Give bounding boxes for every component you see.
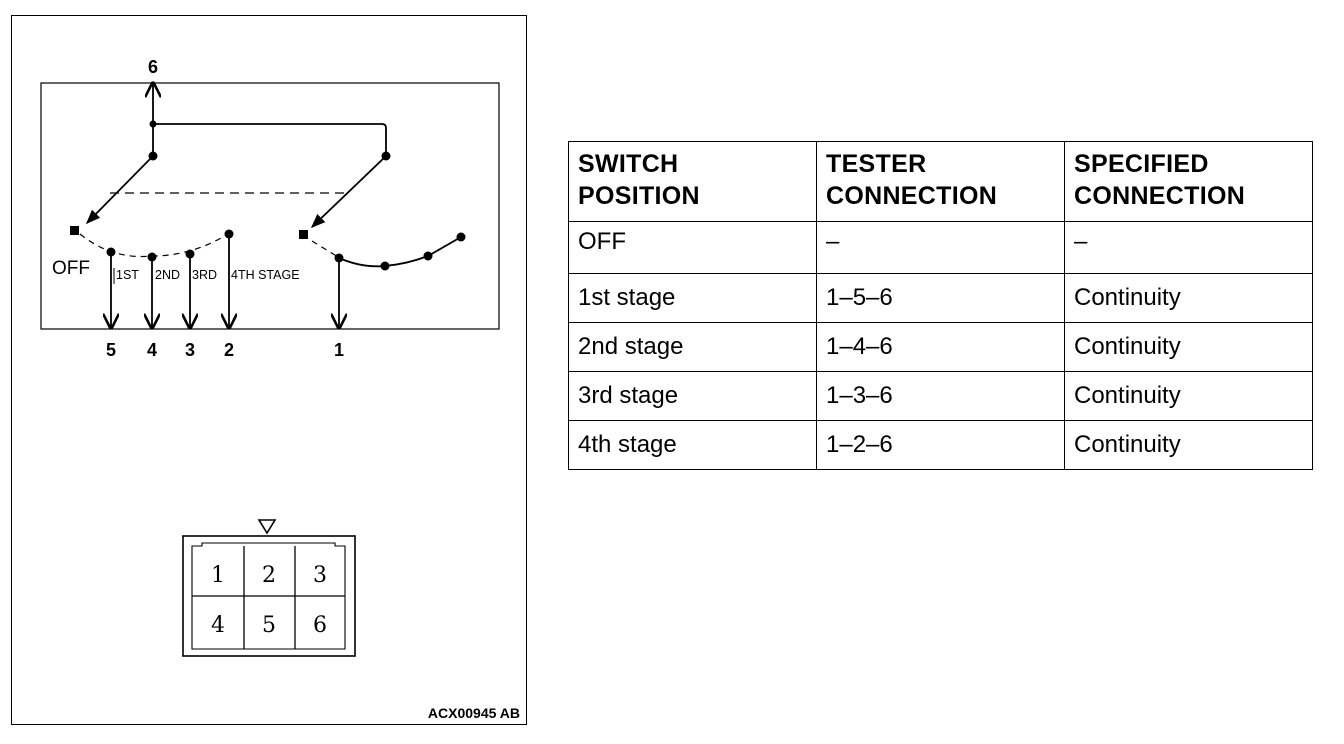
cell-tester: 1–2–6: [816, 420, 1065, 470]
header-switch-line1: SWITCH: [578, 150, 679, 178]
table-row: OFF – –: [568, 221, 1313, 274]
switch-enclosure: [40, 82, 500, 330]
cell-position: 1st stage: [568, 273, 817, 323]
header-tester-line2: CONNECTION: [826, 182, 998, 210]
bus-node: [149, 120, 157, 128]
header-specified-line1: SPECIFIED: [1074, 150, 1209, 178]
switch-diagram-panel: 6 OFF 1ST 2ND: [11, 15, 527, 725]
table-row: 1st stage 1–5–6 Continuity: [568, 273, 1313, 323]
label-2nd: 2ND: [155, 268, 180, 282]
left-contact-arm: [85, 155, 154, 225]
table-row: 2nd stage 1–4–6 Continuity: [568, 322, 1313, 372]
figure-code: ACX00945 AB: [428, 705, 520, 721]
connector-pin-3: 3: [313, 563, 327, 588]
label-3rd: 3RD: [192, 268, 217, 282]
right-contact-strip: [338, 236, 462, 268]
terminal-3-label: 3: [185, 340, 195, 360]
connector-outline: [182, 535, 356, 657]
cell-tester: 1–4–6: [816, 322, 1065, 372]
right-dashed-segment: [311, 240, 339, 258]
connector-pin-2: 2: [262, 563, 276, 588]
right-contact-d: [456, 232, 466, 242]
table-header-row: SWITCH POSITION TESTER CONNECTION SPECIF…: [568, 141, 1313, 222]
header-tester-line1: TESTER: [826, 150, 927, 178]
right-contact-c: [423, 251, 433, 261]
connector-pin-5: 5: [262, 613, 276, 638]
label-off: OFF: [52, 258, 90, 279]
terminal-2-label: 2: [224, 340, 234, 360]
header-switch-position: SWITCH POSITION: [568, 141, 817, 222]
connector-pin-4: 4: [211, 613, 225, 638]
common-bus: [153, 123, 387, 156]
continuity-spec-table: SWITCH POSITION TESTER CONNECTION SPECIF…: [568, 141, 1313, 470]
cell-specified: Continuity: [1064, 371, 1313, 421]
cell-position: 3rd stage: [568, 371, 817, 421]
cell-specified: Continuity: [1064, 420, 1313, 470]
cell-specified: Continuity: [1064, 273, 1313, 323]
right-contact-arm: [310, 155, 387, 228]
cell-position: 2nd stage: [568, 322, 817, 372]
switch-circuit-diagram: 6 OFF 1ST 2ND: [40, 57, 520, 721]
terminal-5-label: 5: [106, 340, 116, 360]
header-specified-connection: SPECIFIED CONNECTION: [1064, 141, 1313, 222]
connector-pin-6: 6: [313, 613, 327, 638]
terminal-4-label: 4: [147, 340, 157, 360]
label-4th-stage: 4TH STAGE: [231, 268, 300, 282]
connector-face: 1 2 3 4 5 6: [182, 519, 356, 657]
connector-pin-1: 1: [211, 563, 225, 588]
right-contact-b: [380, 261, 390, 271]
header-specified-line2: CONNECTION: [1074, 182, 1246, 210]
cell-position: 4th stage: [568, 420, 817, 470]
cell-tester: 1–3–6: [816, 371, 1065, 421]
table-row: 4th stage 1–2–6 Continuity: [568, 420, 1313, 470]
cell-position: OFF: [568, 221, 817, 274]
terminal-6-label: 6: [148, 57, 158, 77]
right-off-contact: [299, 230, 308, 239]
off-contact: [70, 226, 79, 235]
cell-specified: Continuity: [1064, 322, 1313, 372]
header-switch-line2: POSITION: [578, 182, 700, 210]
cell-specified: –: [1064, 221, 1313, 274]
label-1st: 1ST: [116, 268, 139, 282]
connector-inner-outline: [191, 542, 346, 650]
table-row: 3rd stage 1–3–6 Continuity: [568, 371, 1313, 421]
terminal-1-label: 1: [334, 340, 344, 360]
header-tester-connection: TESTER CONNECTION: [816, 141, 1065, 222]
cell-tester: 1–5–6: [816, 273, 1065, 323]
connector-key-icon: [257, 519, 277, 535]
cell-tester: –: [816, 221, 1065, 274]
